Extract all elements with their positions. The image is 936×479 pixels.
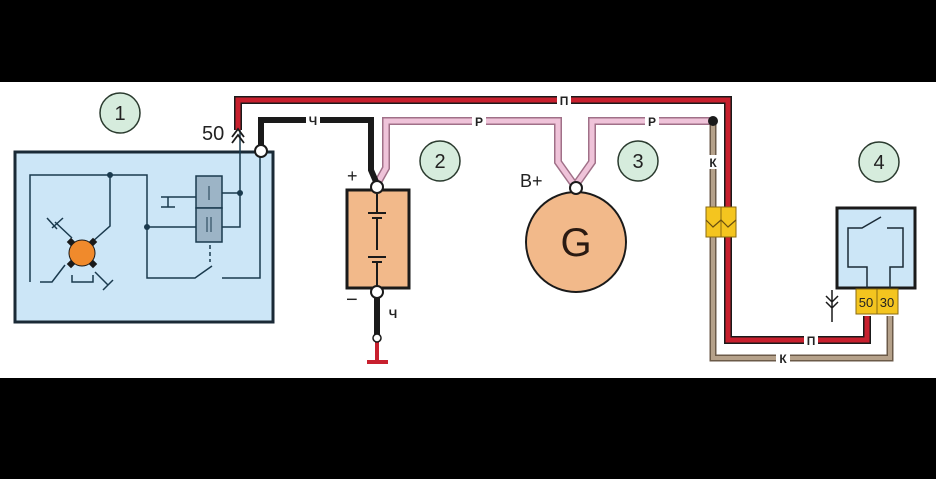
wire-code-black-top: Ч: [309, 114, 317, 128]
generator-terminal-label: B+: [520, 171, 543, 191]
switch-terminal-50: 50: [859, 295, 873, 310]
switch-terminal-30: 30: [880, 295, 894, 310]
battery-minus-label: −: [346, 289, 358, 311]
wire-code-pink-right: Р: [648, 115, 656, 129]
connector-icon: [825, 290, 839, 322]
svg-text:2: 2: [434, 151, 445, 173]
starter-terminal-label: 50: [202, 123, 224, 145]
wire-code-black-ground: Ч: [389, 307, 397, 321]
battery-plus-label: +: [347, 166, 358, 186]
svg-text:4: 4: [873, 152, 884, 174]
junction-dot: [708, 116, 718, 126]
badge-1: 1: [99, 92, 141, 134]
svg-text:1: 1: [114, 103, 125, 125]
solenoid-coil-icon: [66, 237, 98, 269]
badge-4: 4: [858, 141, 900, 183]
generator: G B+: [520, 171, 627, 293]
wire-code-brown-vertical: К: [709, 156, 717, 170]
badge-3: 3: [617, 140, 659, 182]
wiring-diagram: 50 + − G B+ 50 30: [0, 82, 936, 378]
diagram-svg: 50 + − G B+ 50 30: [13, 92, 917, 366]
wire-code-red-top: П: [560, 94, 569, 108]
black-wire: [258, 117, 380, 186]
wire-code-pink-left: Р: [475, 115, 483, 129]
ignition-switch: 50 30: [825, 206, 917, 322]
fuse-block: [705, 206, 737, 238]
generator-letter: G: [560, 221, 591, 265]
brown-wire: [709, 120, 894, 362]
wire-code-red-bottom: П: [807, 334, 816, 348]
battery: + −: [345, 166, 411, 311]
starter: 50: [13, 123, 275, 324]
svg-text:3: 3: [632, 151, 643, 173]
wire-code-brown-bottom: К: [779, 352, 787, 366]
badge-2: 2: [419, 140, 461, 182]
